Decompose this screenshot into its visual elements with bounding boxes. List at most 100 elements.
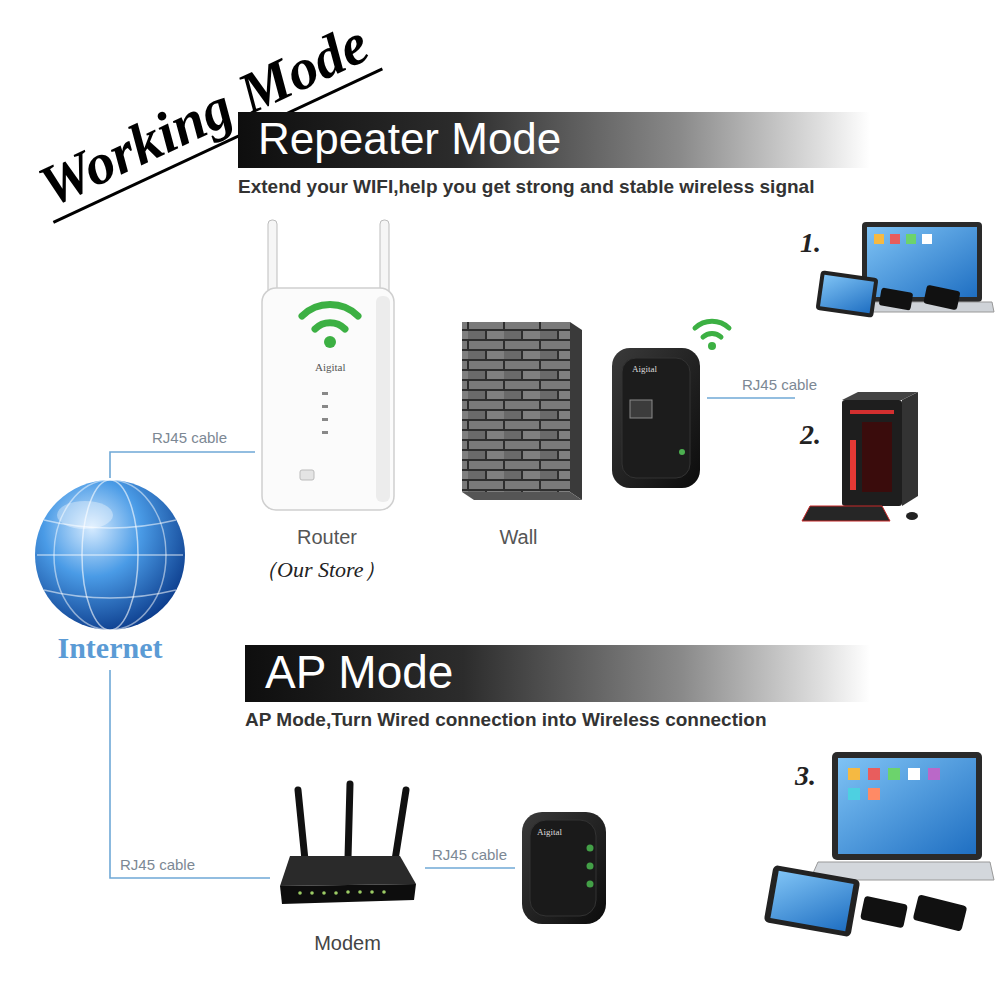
router-node: AigitalRouter （Our Store） xyxy=(255,215,425,590)
router-side xyxy=(376,296,390,502)
brand-text: Aigital xyxy=(315,361,346,374)
led xyxy=(322,431,328,434)
antenna xyxy=(298,790,305,860)
router-body xyxy=(262,288,394,510)
app-icon xyxy=(890,234,900,244)
ethernet-port xyxy=(630,400,652,418)
laptop-screen-frame xyxy=(862,222,982,302)
tablet-screen xyxy=(770,871,853,931)
band-title: Repeater Mode xyxy=(258,113,561,166)
pc-light xyxy=(850,410,894,414)
led xyxy=(370,890,374,894)
extender-front xyxy=(622,358,690,478)
keyboard xyxy=(802,506,890,521)
modem-illustration xyxy=(280,784,416,904)
pc-panel xyxy=(862,422,892,492)
cable-line xyxy=(110,452,255,478)
mode-band: Repeater Mode xyxy=(238,112,870,168)
wifi-arc xyxy=(703,333,721,337)
wall-node: Wall xyxy=(455,315,582,560)
brand-text: Aigital xyxy=(632,364,657,375)
modem-node: Modem xyxy=(270,775,425,965)
led xyxy=(334,891,338,895)
phone xyxy=(860,896,908,929)
tablet-screen xyxy=(820,275,874,314)
callout-number: 1. xyxy=(800,226,821,260)
extender-illustration xyxy=(612,321,729,488)
led xyxy=(587,863,594,870)
wifi-dot xyxy=(324,336,336,348)
device-label: Router xyxy=(297,525,357,549)
modem-top xyxy=(280,856,416,886)
wifi-arc xyxy=(695,321,729,328)
laptop-screen xyxy=(867,227,977,297)
app-icon xyxy=(874,234,884,244)
app-icon xyxy=(868,788,880,800)
device-label: Modem xyxy=(314,931,381,955)
app-icon xyxy=(906,234,916,244)
subtitle-text: Extend your WIFI,help you get strong and… xyxy=(238,176,814,199)
extender-node: Aigital xyxy=(605,338,707,495)
desktop-illustration xyxy=(802,392,918,521)
led xyxy=(587,845,594,852)
led xyxy=(358,890,362,894)
led xyxy=(322,405,328,408)
tablet xyxy=(764,865,861,937)
led xyxy=(322,891,326,895)
globe-body xyxy=(35,480,185,630)
internet-globe xyxy=(35,480,185,630)
app-icon xyxy=(868,768,880,780)
subtitle-text: AP Mode,Turn Wired connection into Wirel… xyxy=(245,709,767,732)
wall-illustration xyxy=(462,322,582,500)
led xyxy=(322,418,328,421)
laptop-screen-frame xyxy=(832,752,982,860)
cable-line xyxy=(425,867,515,869)
laptop-screen xyxy=(838,758,976,854)
app-icon xyxy=(928,768,940,780)
device-label: Wall xyxy=(499,525,537,549)
antenna xyxy=(395,790,406,860)
antenna xyxy=(348,784,350,858)
app-icon xyxy=(848,768,860,780)
router-illustration xyxy=(262,220,394,510)
tablet xyxy=(815,270,878,318)
device-note: （Our Store） xyxy=(255,557,386,583)
desktop-node: 2. xyxy=(795,382,930,530)
cable-line xyxy=(707,397,795,399)
wps-button xyxy=(300,470,314,480)
devices-illustration xyxy=(815,222,994,318)
wall-face xyxy=(462,322,570,492)
app-icon xyxy=(888,768,900,780)
brand-text: Aigital xyxy=(537,827,562,838)
callout-number: 2. xyxy=(800,418,821,452)
devices-node: 1. xyxy=(790,218,995,336)
modem-front xyxy=(280,884,416,904)
callout-number: 3. xyxy=(795,759,816,793)
app-icon xyxy=(908,768,920,780)
phone xyxy=(879,287,914,310)
globe-latitude xyxy=(37,520,183,598)
internet-node: Internet xyxy=(30,478,190,670)
led xyxy=(382,890,386,894)
devices-illustration xyxy=(764,752,994,937)
led xyxy=(298,891,302,895)
app-icon xyxy=(848,788,860,800)
led xyxy=(587,881,594,888)
led xyxy=(310,891,314,895)
wifi-arc xyxy=(302,305,358,316)
phone xyxy=(913,894,968,931)
wifi-arc xyxy=(315,323,345,329)
extender-body xyxy=(522,812,606,924)
globe-highlight xyxy=(57,501,113,529)
pc-tower xyxy=(842,400,902,506)
wall-bottom xyxy=(462,492,582,500)
mode-band: AP Mode xyxy=(245,645,870,702)
band-title: AP Mode xyxy=(265,645,453,700)
wall-side xyxy=(570,322,582,500)
pc-top xyxy=(842,392,918,400)
cable-label: RJ45 cable xyxy=(118,856,197,874)
cable-label: RJ45 cable xyxy=(150,429,229,447)
led xyxy=(679,449,685,455)
phone xyxy=(923,285,960,311)
